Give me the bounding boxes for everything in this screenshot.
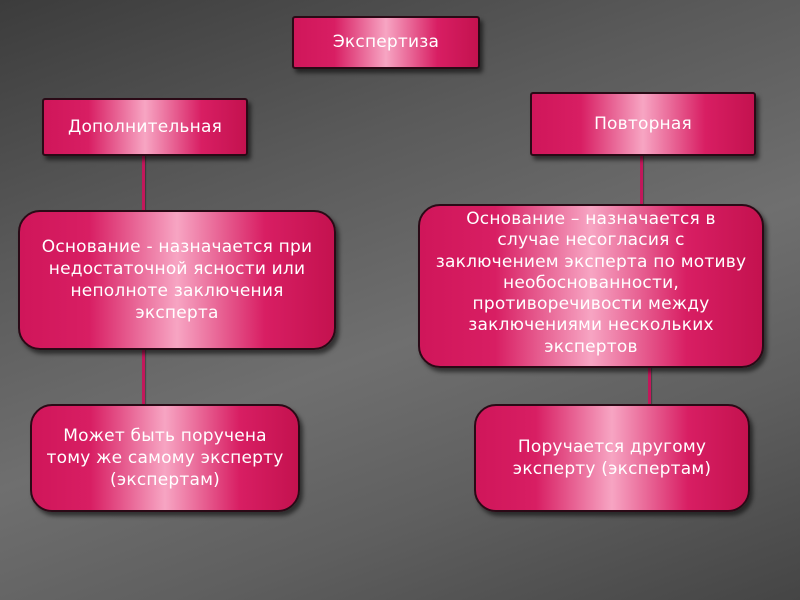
repeated-basis-text: Основание – назначается в случае несогла… xyxy=(435,209,747,357)
node-repeated-expertise: Повторная xyxy=(530,92,756,156)
node-additional-basis: Основание - назначается при недостаточно… xyxy=(18,210,336,350)
additional-expertise-label: Дополнительная xyxy=(67,116,223,137)
repeated-assignment-text: Поручается другому эксперту (экспертам) xyxy=(512,436,712,479)
repeated-expertise-label: Повторная xyxy=(594,113,692,134)
additional-assignment-text: Может быть поручена тому же самому экспе… xyxy=(46,425,284,491)
connector-left-type-to-basis xyxy=(142,155,145,212)
node-repeated-assignment: Поручается другому эксперту (экспертам) xyxy=(474,404,750,512)
connector-right-basis-to-assignment xyxy=(648,366,651,406)
connector-right-type-to-basis xyxy=(640,155,643,205)
node-additional-expertise: Дополнительная xyxy=(42,98,248,156)
connector-left-basis-to-assignment xyxy=(142,348,145,406)
root-node-expertise: Экспертиза xyxy=(292,16,480,69)
root-node-label: Экспертиза xyxy=(332,32,440,53)
node-additional-assignment: Может быть поручена тому же самому экспе… xyxy=(30,404,300,512)
node-repeated-basis: Основание – назначается в случае несогла… xyxy=(418,204,764,368)
additional-basis-text: Основание - назначается при недостаточно… xyxy=(41,236,313,324)
